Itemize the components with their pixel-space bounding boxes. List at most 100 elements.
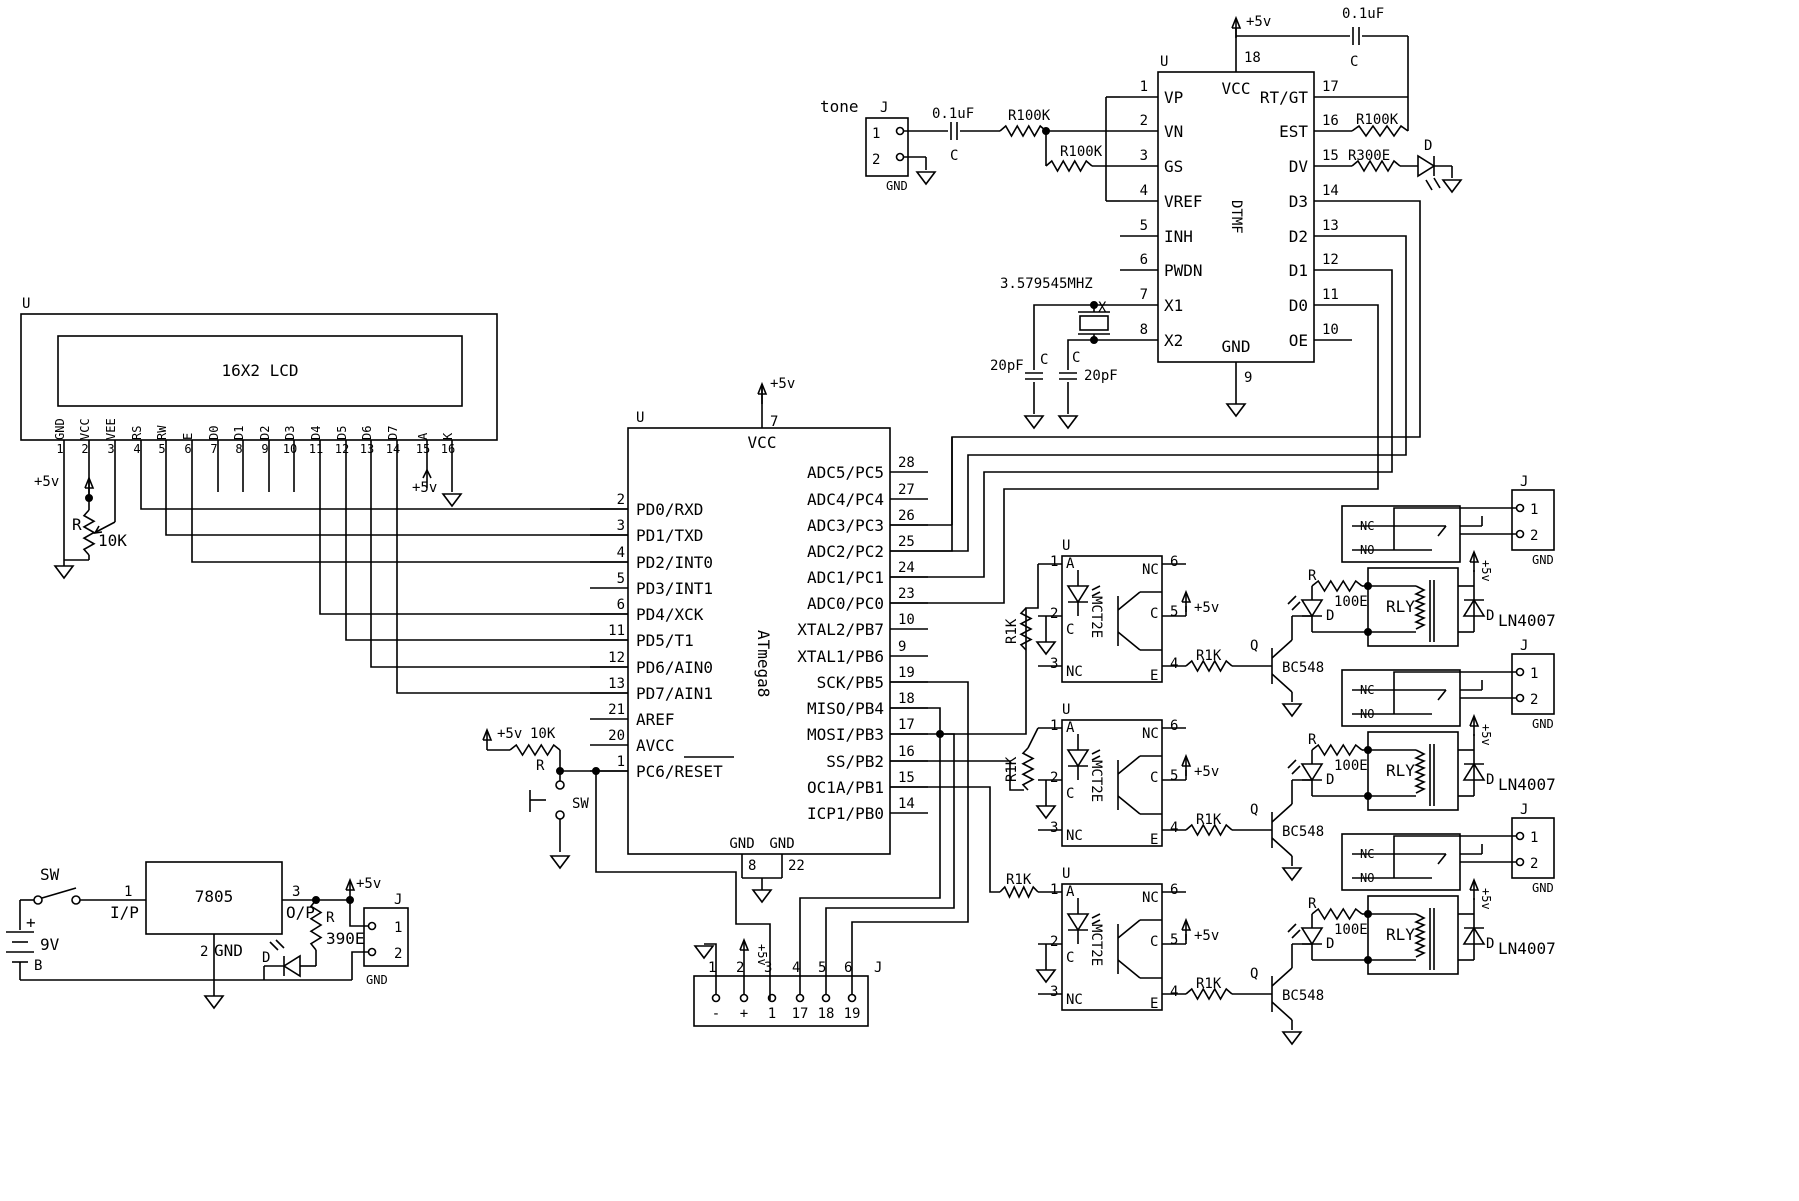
mcu-name: ATmega8 <box>754 630 773 697</box>
opto-pin-name: C <box>1150 606 1158 622</box>
optocoupler-outline <box>1061 719 1163 847</box>
dtmf-r-dv-value: R300E <box>1348 148 1390 164</box>
status-led-ref: D <box>1326 608 1334 624</box>
output-jack-pin <box>1515 693 1525 703</box>
flyback-diode-ref: D <box>1486 772 1494 788</box>
relay-outline <box>1367 567 1459 647</box>
mcu-left-pin-number: 1 <box>617 754 625 770</box>
isp-pin-number: 3 <box>764 960 772 976</box>
base-resistor <box>1185 659 1233 673</box>
reset-supply-label: +5v <box>497 726 522 742</box>
lcd-gnd-ground <box>53 565 75 580</box>
mcu-left-pin-number: 4 <box>617 545 625 561</box>
opto1-input-wire <box>940 564 1039 735</box>
opto-pin-name: A <box>1066 884 1075 900</box>
led-resistor <box>1311 907 1363 921</box>
reset-r-value: 10K <box>530 726 556 742</box>
dtmf-name: DTMF <box>1228 200 1244 234</box>
optocoupler-outline <box>1061 883 1163 1011</box>
wire <box>275 939 285 949</box>
lcd-pin-name: GND <box>53 418 67 440</box>
wire <box>1437 853 1447 865</box>
relay-name: RLY <box>1386 925 1415 944</box>
reset-supply <box>482 727 493 750</box>
power-switch-contact <box>71 895 81 905</box>
flyback-diode-name: LN4007 <box>1498 775 1556 794</box>
dtmf-left-pin-name: PWDN <box>1164 261 1203 280</box>
wire <box>41 887 77 899</box>
wire <box>396 478 628 694</box>
tone-label: tone <box>820 97 859 116</box>
dtmf-r-est-value: R100K <box>1356 112 1399 128</box>
dtmf-input-resistor <box>999 124 1047 138</box>
lcd-pin-name: D1 <box>232 426 246 440</box>
dtmf-est-resistor <box>1351 124 1409 138</box>
dtmf-mcu-wiring <box>890 200 1421 604</box>
flyback-diode-icon <box>1462 598 1486 617</box>
output-jack-pin-1: 1 <box>1530 830 1538 846</box>
wire <box>1425 179 1433 191</box>
mcu-vcc-supply <box>757 381 768 404</box>
opto-supply <box>1181 917 1192 940</box>
lcd-pot-value: 10K <box>98 531 127 550</box>
flyback-diode-icon <box>1462 926 1486 945</box>
supply-arrow-icon <box>1469 877 1480 891</box>
mcu-right-pin-name: ADC1/PC1 <box>807 568 884 587</box>
base-resistor <box>1185 987 1233 1001</box>
isp-signal-label: 1 <box>768 1006 776 1022</box>
isp-pin <box>795 993 805 1003</box>
isp-pin <box>739 993 749 1003</box>
dtmf-left-pin-name: GS <box>1164 157 1183 176</box>
dtmf-ref: U <box>1160 54 1168 70</box>
wire <box>351 951 368 980</box>
isp-supply <box>739 937 750 960</box>
status-led-icon <box>1300 599 1324 618</box>
wire <box>319 478 628 615</box>
isp-pin-number: 6 <box>844 960 852 976</box>
transistor-ground <box>1281 703 1303 718</box>
dtmf-left-pin-number: 8 <box>1140 322 1148 338</box>
ground-icon <box>1035 641 1057 656</box>
wire <box>349 900 368 927</box>
relay-outline <box>1367 731 1459 811</box>
opto-led-icon <box>1066 749 1090 768</box>
wire <box>345 478 628 641</box>
opto-pin-number: 6 <box>1170 882 1178 898</box>
lcd-backlight-supply: +5v <box>412 480 437 496</box>
power-jack-pin-1: 1 <box>394 920 402 936</box>
wire <box>1393 507 1516 550</box>
opto-pin-number: 3 <box>1050 820 1058 836</box>
dtmf-left-pin-name: INH <box>1164 227 1193 246</box>
mcu-right-pin-number: 9 <box>898 639 906 655</box>
wire <box>1393 671 1516 714</box>
flyback-diode-name: LN4007 <box>1498 939 1556 958</box>
lcd-pin-number: 13 <box>360 442 374 456</box>
opto-pin-number: 6 <box>1170 718 1178 734</box>
dtmf-vcc-supply <box>1231 15 1242 38</box>
mcu-ground <box>751 889 773 904</box>
dtmf-r-in-value: R100K <box>1008 108 1051 124</box>
lcd-pin-number: 14 <box>386 442 400 456</box>
ground-icon <box>1057 415 1079 430</box>
lcd-pin-number: 5 <box>158 442 165 456</box>
lcd-pin-number: 6 <box>184 442 191 456</box>
isp-signal-label: 18 <box>818 1006 835 1022</box>
mcu-right-pin-number: 18 <box>898 691 915 707</box>
lcd-pin-name: D0 <box>207 426 221 440</box>
transistor-ground <box>1281 867 1303 882</box>
power-output-supply <box>345 877 356 900</box>
mcu-gnd-label-1: GND <box>729 836 754 852</box>
mcu-right-pin-name: ADC4/PC4 <box>807 490 884 509</box>
crystal-ref: X <box>1098 300 1107 316</box>
relay-coil-icon <box>1414 913 1426 958</box>
wire <box>928 200 1421 552</box>
lcd-pin-number: 1 <box>56 442 63 456</box>
mcu-left-pin-name: AREF <box>636 710 675 729</box>
output-jack-pin <box>1515 667 1525 677</box>
isp-pin-number: 2 <box>736 960 744 976</box>
mcu-right-pin-name: ADC0/PC0 <box>807 594 884 613</box>
dtmf-led-ground <box>1441 179 1463 194</box>
